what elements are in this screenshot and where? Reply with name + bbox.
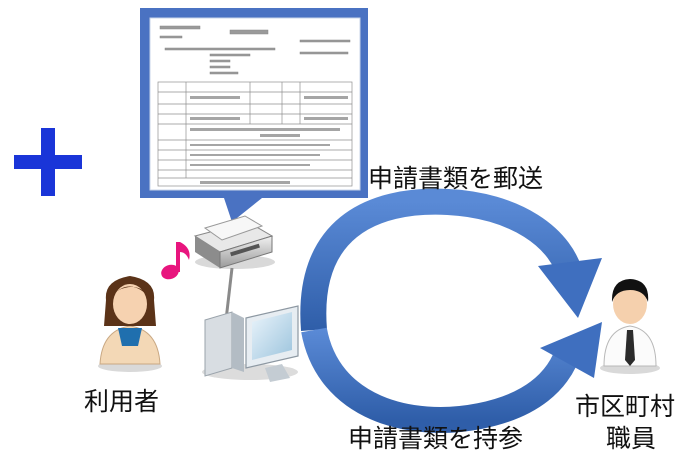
- flow-arrows: [300, 188, 602, 433]
- application-form-icon: [159, 25, 351, 75]
- computer-icon: [202, 305, 299, 382]
- staff-label-line1: 市区町村: [575, 392, 676, 421]
- cable: [224, 267, 234, 321]
- music-note-icon: [161, 242, 190, 280]
- bring-flow-label: 申請書類を持参: [348, 424, 524, 453]
- user-label: 利用者: [84, 387, 160, 416]
- bring-arrow: [301, 327, 583, 433]
- document-callout: [140, 8, 368, 222]
- user-woman-icon: [98, 276, 162, 372]
- mail-arrow-head: [538, 258, 602, 318]
- plus-icon: [14, 128, 82, 196]
- bring-arrow-head: [540, 322, 602, 378]
- printer-icon: [193, 215, 275, 269]
- staff-label-line2: 職員: [606, 424, 657, 453]
- mail-flow-label: 申請書類を郵送: [368, 164, 544, 193]
- staff-man-icon: [600, 279, 660, 374]
- mail-arrow: [300, 188, 585, 332]
